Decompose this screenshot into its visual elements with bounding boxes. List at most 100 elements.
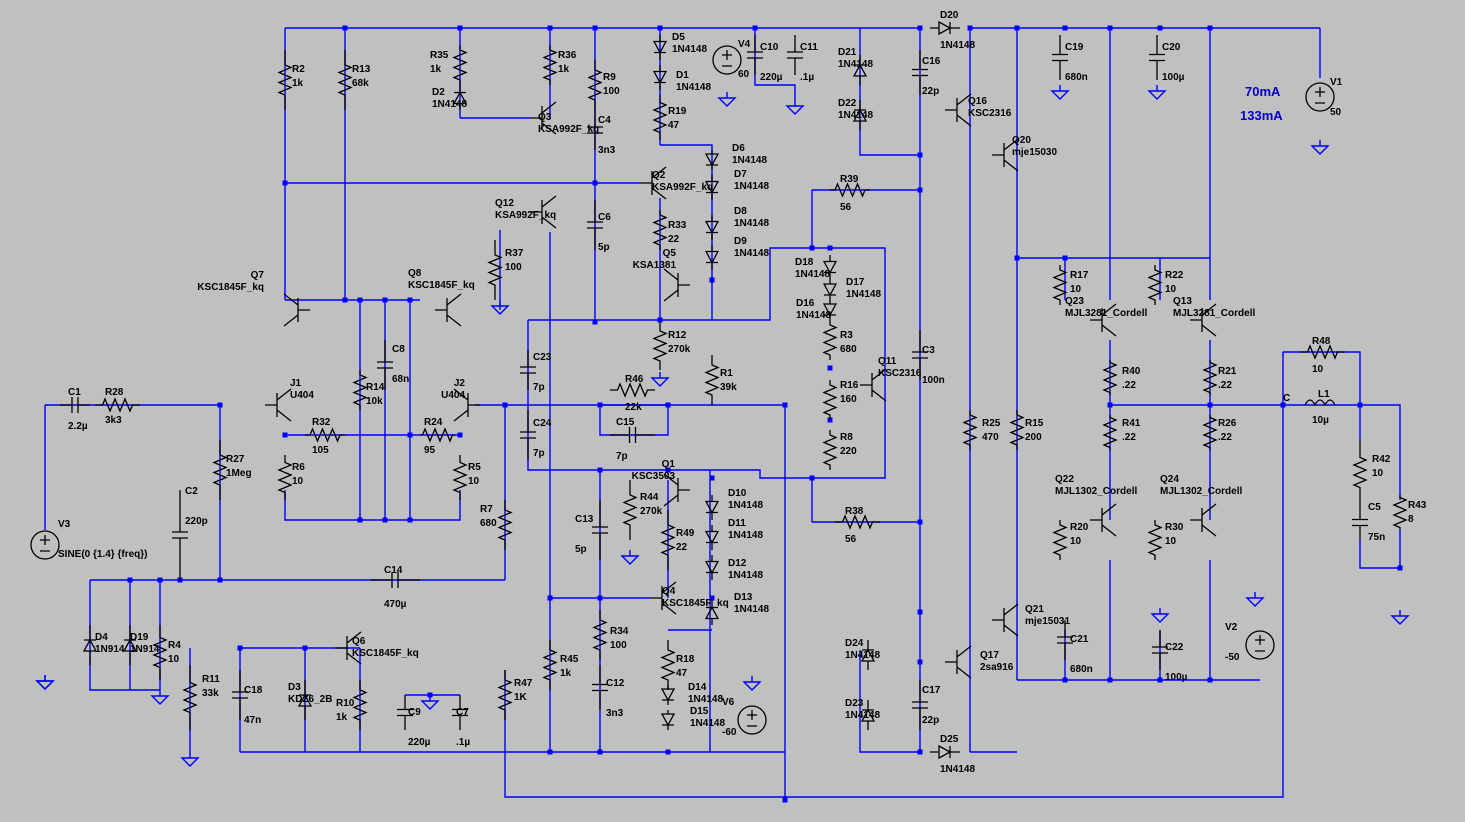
diode-value: 1N4148 <box>795 269 830 280</box>
diode-ref: D13 <box>734 592 753 603</box>
resistor-ref: R22 <box>1165 270 1184 281</box>
capacitor-C23 <box>520 350 536 390</box>
resistor-ref: R11 <box>202 674 220 685</box>
resistor-ref: R24 <box>424 417 443 428</box>
transistor-model: KSC2316 <box>968 108 1012 119</box>
diode-value: 1N4148 <box>796 310 831 321</box>
resistor-value: .22 <box>1122 432 1136 443</box>
resistor-ref: R30 <box>1165 522 1184 533</box>
transistor-ref: Q23 <box>1065 296 1084 307</box>
capacitor-ref: C16 <box>922 56 941 67</box>
resistor-value: .22 <box>1122 380 1136 391</box>
resistor-R33 <box>652 210 668 250</box>
source-ref: V3 <box>58 519 71 530</box>
resistor-ref: R27 <box>226 454 245 465</box>
capacitor-C20 <box>1149 35 1165 80</box>
diode-D12 <box>704 555 720 580</box>
diode-D15 <box>660 710 676 730</box>
capacitor-value: 470µ <box>384 599 407 610</box>
resistor-ref: R43 <box>1408 500 1427 511</box>
junction <box>1157 25 1163 31</box>
junction <box>1280 402 1286 408</box>
diode-value: 1N4148 <box>732 155 767 166</box>
resistor-value: 1K <box>514 692 528 703</box>
resistor-value: 1k <box>430 64 442 75</box>
diode-D25 <box>930 744 960 760</box>
resistor-value: 105 <box>312 445 329 456</box>
resistor-R11 <box>182 665 198 730</box>
resistor-ref: R9 <box>603 72 616 83</box>
transistor-J1 <box>265 388 292 422</box>
junction <box>917 187 923 193</box>
diode-D4 <box>82 625 98 665</box>
diode-value: 1N914 <box>130 644 160 655</box>
capacitor-value: 220µ <box>408 737 431 748</box>
resistor-ref: R48 <box>1312 336 1331 347</box>
junction <box>547 25 553 31</box>
inductor-ref: L1 <box>1318 389 1330 400</box>
resistor-value: 56 <box>840 202 852 213</box>
resistor-ref: R8 <box>840 432 853 443</box>
resistor-value: 270k <box>640 506 663 517</box>
resistor-ref: R45 <box>560 654 579 665</box>
resistor-value: 10 <box>1070 284 1082 295</box>
resistor-ref: R1 <box>720 368 733 379</box>
resistor-value: 10 <box>1312 364 1324 375</box>
ground-symbol <box>1310 140 1330 155</box>
voltage-source-V2 <box>1245 630 1275 660</box>
resistor-R26 <box>1202 415 1218 450</box>
resistor-ref: R10 <box>336 698 355 709</box>
resistor-ref: R13 <box>352 64 371 75</box>
capacitor-ref: C13 <box>575 514 594 525</box>
capacitor-ref: C8 <box>392 344 405 355</box>
capacitor-ref: C3 <box>922 345 935 356</box>
transistor-Q6 <box>335 631 362 665</box>
wire <box>1359 540 1400 569</box>
diode-value: 1N4148 <box>688 694 723 705</box>
transistor-Q17 <box>945 645 972 679</box>
capacitor-C19 <box>1052 35 1068 80</box>
transistor-model: KSA992F_kq <box>495 210 556 221</box>
diode-value: 1N4148 <box>845 650 880 661</box>
capacitor-C13 <box>592 500 608 560</box>
transistor-ref: Q22 <box>1055 474 1074 485</box>
resistor-value: 220 <box>840 446 857 457</box>
junction <box>357 297 363 303</box>
capacitor-C5 <box>1352 505 1368 540</box>
junction <box>342 297 348 303</box>
capacitor-value: 3n3 <box>606 708 624 719</box>
junction <box>1397 565 1403 571</box>
diode-D7 <box>704 175 720 200</box>
transistor-Q22 <box>1090 503 1117 537</box>
resistor-R41 <box>1102 415 1118 450</box>
capacitor-value: 7p <box>533 448 545 459</box>
diode-D20 <box>930 20 960 36</box>
capacitor-C6 <box>587 200 603 250</box>
junction <box>917 659 923 665</box>
diode-ref: D19 <box>130 632 149 643</box>
resistor-ref: R32 <box>312 417 331 428</box>
capacitor-value: .1µ <box>456 737 470 748</box>
source-value: 60 <box>738 69 750 80</box>
capacitor-value: 68n <box>392 374 409 385</box>
junction <box>357 517 363 523</box>
resistor-ref: R33 <box>668 220 687 231</box>
junction <box>1014 255 1020 261</box>
diode-D21 <box>852 55 868 85</box>
resistor-ref: R2 <box>292 64 305 75</box>
capacitor-C4 <box>587 110 603 150</box>
diode-value: 1N4148 <box>728 530 763 541</box>
capacitor-ref: C15 <box>616 417 635 428</box>
source-value: -50 <box>1225 652 1240 663</box>
transistor-model: KSC3503 <box>632 471 676 482</box>
resistor-ref: R21 <box>1218 366 1237 377</box>
resistor-ref: R39 <box>840 174 859 185</box>
capacitor-ref: C18 <box>244 685 263 696</box>
resistor-ref: R20 <box>1070 522 1089 533</box>
diode-value: 1N4148 <box>676 82 711 93</box>
transistor-Q4 <box>650 581 677 615</box>
junction <box>592 180 598 186</box>
capacitor-C18 <box>232 670 248 720</box>
capacitor-C1 <box>60 397 90 413</box>
